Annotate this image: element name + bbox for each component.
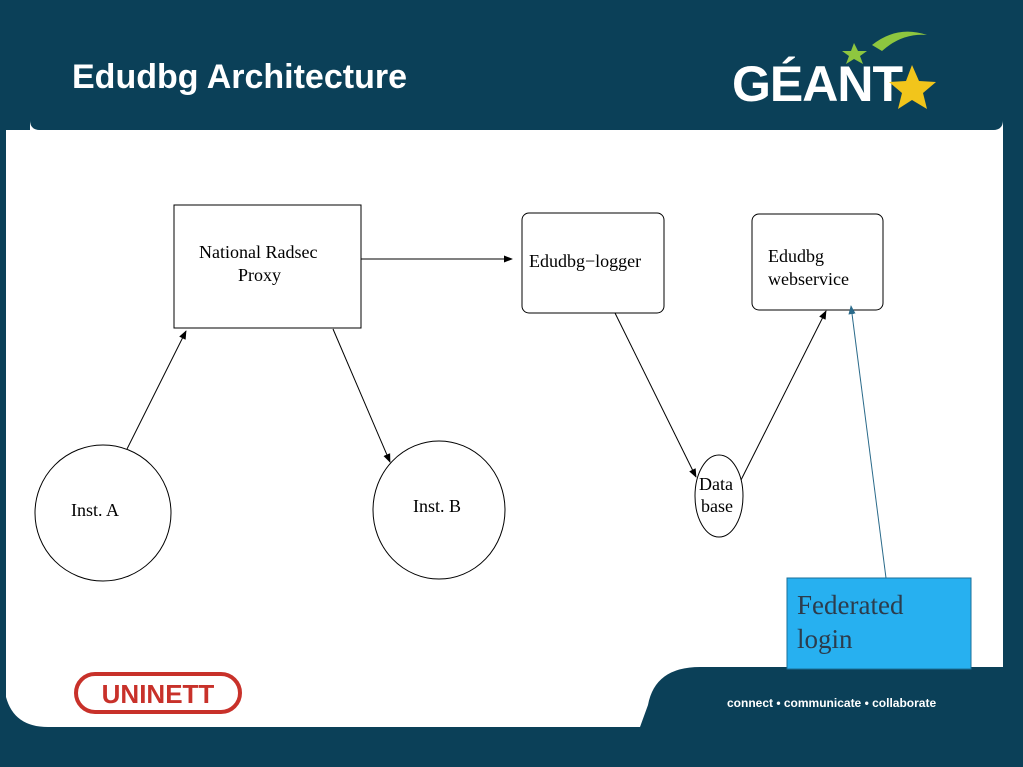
arrow-insta-to-proxy <box>126 330 187 450</box>
uninett-logo-text: UNINETT <box>102 679 215 709</box>
geant-logo: GÉANT <box>722 25 952 120</box>
logger-label: Edudbg−logger <box>529 251 641 271</box>
node-edudbg-logger: Edudbg−logger <box>521 212 665 314</box>
webservice-label-line2: webservice <box>768 269 849 289</box>
node-inst-b: Inst. B <box>372 440 506 580</box>
proxy-label-line1: National Radsec <box>199 242 317 262</box>
inst-a-label: Inst. A <box>71 500 119 520</box>
star-icon <box>842 31 936 109</box>
federated-login-note: Federated login <box>786 577 972 670</box>
webservice-label-line1: Edudbg <box>768 246 824 266</box>
inst-b-label: Inst. B <box>413 496 461 516</box>
arrow-logger-to-database <box>614 312 697 478</box>
node-radsec-proxy: National Radsec Proxy <box>173 204 362 329</box>
database-label-line2: base <box>701 496 733 516</box>
geant-logo-text: GÉANT <box>732 56 903 112</box>
note-line2: login <box>797 624 853 654</box>
note-line1: Federated <box>797 590 904 620</box>
arrow-proxy-to-instb <box>332 328 391 463</box>
node-inst-a: Inst. A <box>34 444 172 582</box>
arrow-login-to-webservice <box>848 305 887 579</box>
node-database: Data base <box>694 454 744 538</box>
node-edudbg-webservice: Edudbg webservice <box>751 213 884 311</box>
footer-tagline: connect • communicate • collaborate <box>727 696 937 710</box>
proxy-label-line2: Proxy <box>238 265 281 285</box>
uninett-logo: UNINETT <box>74 672 242 714</box>
database-label-line1: Data <box>699 474 733 494</box>
arrow-database-to-webservice <box>740 310 827 481</box>
slide-title: Edudbg Architecture <box>72 58 407 96</box>
